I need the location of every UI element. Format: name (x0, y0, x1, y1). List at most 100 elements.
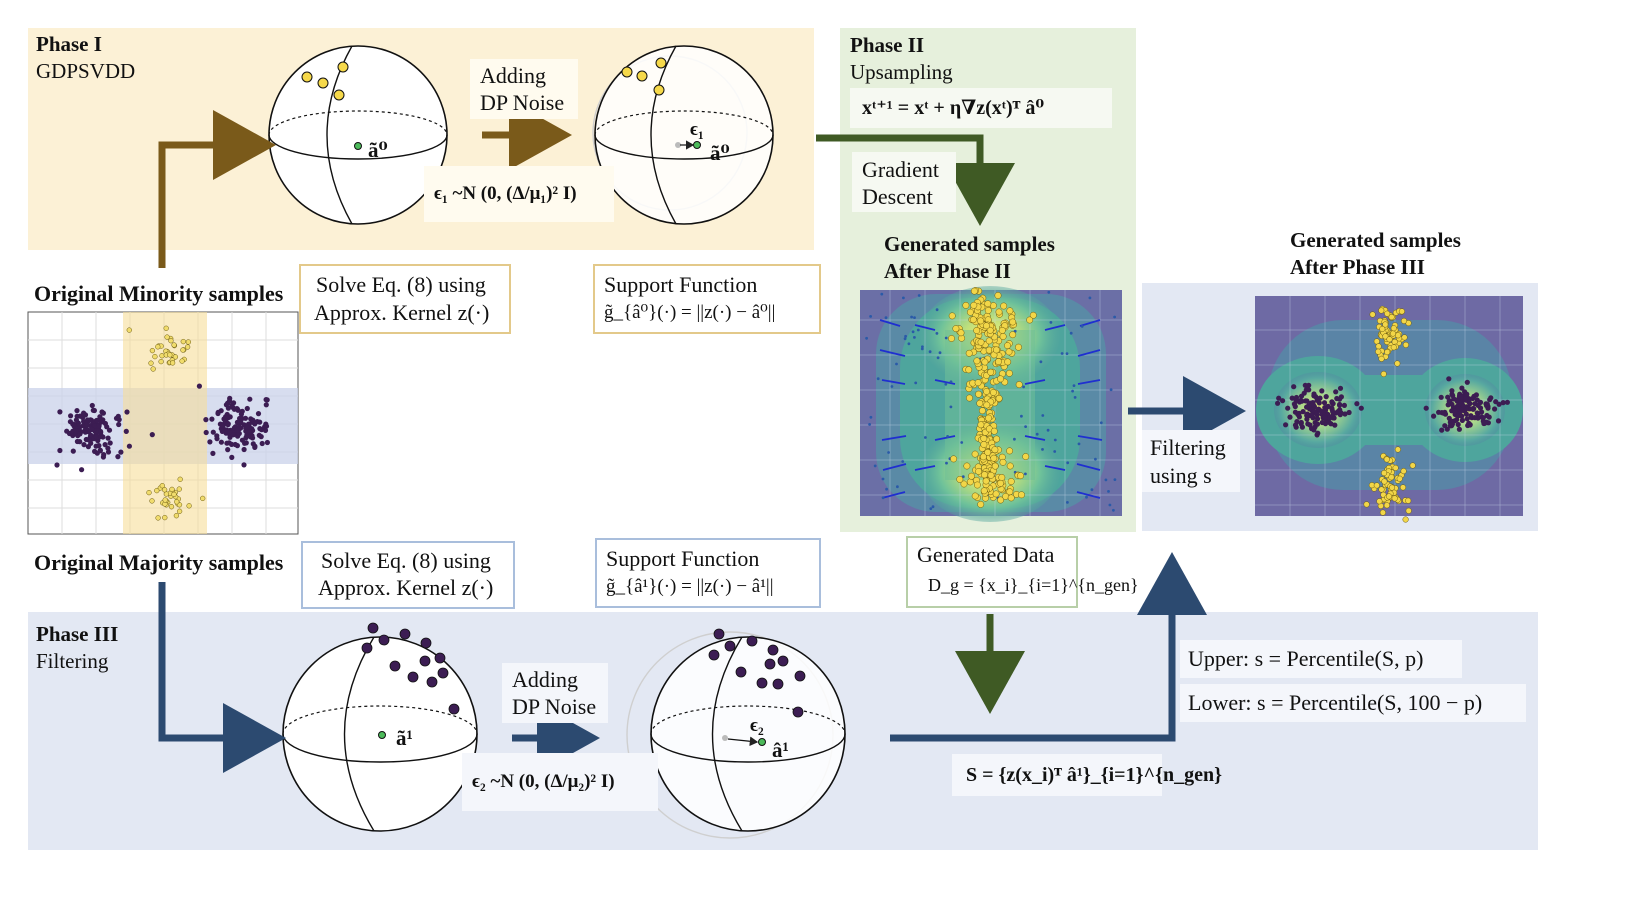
gradient-arrow (1044, 324, 1066, 331)
generated-background-point (1072, 384, 1076, 387)
generated-background-point (1073, 396, 1077, 399)
majority-point (1335, 408, 1341, 414)
filtered-point (1378, 307, 1385, 314)
generated-background-point (924, 436, 927, 439)
generated-point (995, 308, 1003, 316)
majority-point (1452, 408, 1458, 415)
generated-background-point (1104, 478, 1108, 482)
filtered-point (1389, 330, 1397, 337)
phase2-gd-line1: Gradient (862, 157, 939, 182)
generated-point (1015, 343, 1022, 351)
majority-point (1470, 405, 1476, 412)
gradient-arrow (879, 349, 906, 357)
majority-point (57, 447, 63, 454)
generated-background-point (1080, 325, 1084, 328)
generated-point (982, 322, 990, 330)
filtered-point (1388, 314, 1395, 321)
phase1-title: Phase I (36, 32, 102, 56)
minority-point (185, 339, 192, 345)
majority-point (98, 419, 104, 425)
majority-point (1475, 411, 1481, 417)
generated-background-point (944, 382, 948, 386)
majority-point (94, 417, 100, 424)
phase2-gen-data-box: Generated Data D_g = {x_i}_{i=1}^{n_gen} (906, 536, 1139, 608)
majority-point (1464, 379, 1470, 385)
phase3-support-line2: g̃_{â¹}(·) = ||z(·) − â¹|| (606, 576, 774, 597)
arrow-majority-to-sphere1 (158, 582, 286, 773)
majority-point (1329, 399, 1335, 405)
generated-background-point (914, 381, 918, 385)
minority-point (176, 486, 182, 492)
minority-point (168, 338, 174, 344)
majority-point (1346, 409, 1352, 416)
generated-point (997, 496, 1005, 504)
minority-point (149, 498, 155, 504)
generated-background-point (921, 345, 924, 349)
majority-point (196, 383, 202, 389)
majority-point (1446, 376, 1452, 382)
generated-point (1022, 453, 1030, 461)
minority-point (171, 342, 177, 348)
minority-point (177, 476, 183, 482)
majority-point (1304, 404, 1310, 410)
phase3-solve-line2: Approx. Kernel z(·) (318, 575, 494, 600)
filtered-point (1373, 482, 1380, 489)
majority-point (241, 462, 247, 468)
minority-point (180, 347, 186, 353)
minority-point (173, 513, 180, 519)
phase2-gd-line2: Descent (862, 184, 933, 209)
phase3-lower-eq-text: Lower: s = Percentile(S, 100 − p) (1188, 690, 1483, 715)
generated-point (973, 481, 981, 489)
generated-point (969, 316, 977, 324)
majority-point (243, 440, 249, 446)
phase1-support-line2: g̃_{â⁰}(·) = ||z(·) − â⁰|| (604, 302, 776, 323)
majority-point (1304, 398, 1310, 404)
majority-point (1287, 414, 1293, 420)
minority-point (167, 352, 173, 358)
filtered-point (1400, 317, 1408, 324)
generated-point (987, 471, 995, 479)
generated-background-point (935, 332, 939, 335)
majority-point (1304, 412, 1310, 418)
phase3-sphere-1 (282, 622, 478, 832)
phase3-title: Phase III (36, 622, 119, 646)
generated-point (965, 349, 973, 357)
phase1-eps-label: ϵ₁ (690, 119, 704, 140)
generated-point (998, 326, 1006, 334)
majority-point (115, 454, 121, 460)
filtered-point (1381, 478, 1388, 485)
majority-point (236, 419, 242, 426)
generated-background-point (929, 507, 933, 510)
majority-point (1306, 387, 1312, 393)
filtered-point (1375, 348, 1382, 355)
phase2-gen-data-line1: Generated Data (917, 542, 1055, 567)
phase2-update-eq: xᵗ⁺¹ = xᵗ + η∇z(xᵗ)ᵀ â⁰ (850, 88, 1112, 128)
gradient-arrow (881, 491, 906, 499)
minority-point (159, 483, 165, 489)
generated-background-point (1090, 488, 1094, 492)
generated-background-point (938, 351, 942, 355)
phase3-eps-label: ϵ₂ (750, 715, 764, 736)
generated-point (950, 455, 958, 463)
majority-point (263, 402, 269, 408)
minority-point (168, 504, 175, 510)
majority-point (89, 402, 95, 409)
minority-point (150, 366, 156, 372)
generated-background-point (1047, 290, 1051, 294)
majority-point (1314, 397, 1320, 403)
majority-point (1304, 416, 1310, 422)
phase2-title: Phase II (850, 33, 925, 57)
generated-point (962, 301, 970, 309)
majority-point (118, 449, 124, 455)
majority-point (1310, 402, 1317, 408)
generated-point (970, 287, 978, 295)
generated-point (992, 490, 1000, 498)
gradient-arrow (1076, 463, 1101, 471)
generated-background-point (1069, 331, 1073, 335)
phase3-support-line1: Support Function (606, 546, 760, 571)
generated-point (982, 477, 990, 485)
gradient-arrow (914, 324, 936, 331)
minority-point (176, 508, 183, 514)
majority-point (74, 438, 80, 445)
majority-point (1445, 394, 1451, 400)
